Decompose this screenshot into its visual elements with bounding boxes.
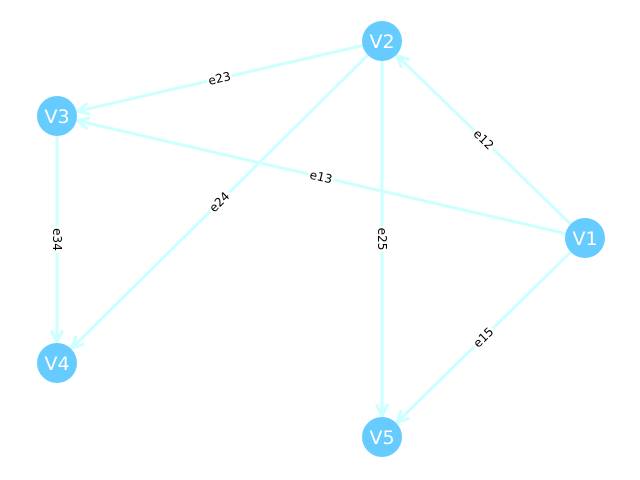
edge-label: e25	[375, 228, 389, 251]
arrowhead-icon	[394, 53, 410, 69]
arrowhead-icon	[74, 116, 91, 131]
edge-v2-v4: e24	[69, 54, 369, 351]
edge-label-group: e23	[205, 67, 234, 90]
node-label: V4	[44, 353, 69, 375]
edge-label: e23	[207, 69, 232, 88]
node-circle[interactable]	[565, 218, 605, 258]
edge-v3-v4: e34	[49, 136, 65, 346]
edge-v2-v3: e23	[74, 44, 363, 116]
node-v2[interactable]: V2	[362, 21, 402, 61]
edge-label-background	[49, 226, 65, 253]
node-label: V2	[369, 31, 394, 53]
edge-label-background	[204, 187, 235, 217]
edge-label-background	[374, 226, 390, 252]
node-label: V1	[572, 228, 597, 250]
edge-label-background	[205, 67, 234, 90]
edge-label: e34	[50, 228, 64, 251]
arrowhead-icon	[74, 101, 91, 116]
arrowhead-icon	[69, 335, 85, 351]
node-circle[interactable]	[362, 417, 402, 457]
edge-label-group: e34	[49, 226, 65, 253]
node-label: V3	[44, 106, 69, 128]
edge-v2-v5: e25	[374, 61, 390, 420]
edge-v1-v5: e15	[394, 250, 572, 425]
node-v5[interactable]: V5	[362, 417, 402, 457]
node-circle[interactable]	[37, 343, 77, 383]
arrowhead-icon	[394, 409, 410, 425]
edge-label-group: e25	[374, 226, 390, 252]
edge-v1-v2: e12	[394, 53, 572, 226]
arrowhead-icon	[374, 403, 390, 420]
edge-label-background	[468, 322, 499, 353]
node-v3[interactable]: V3	[37, 96, 77, 136]
edge-label-group: e13	[306, 166, 336, 188]
node-circle[interactable]	[362, 21, 402, 61]
node-v4[interactable]: V4	[37, 343, 77, 383]
edge-label: e13	[308, 168, 333, 187]
edge-label-background	[468, 124, 499, 155]
edge-label-background	[306, 166, 336, 188]
edge-v1-v3: e13	[74, 116, 566, 235]
node-v1[interactable]: V1	[565, 218, 605, 258]
node-circle[interactable]	[37, 96, 77, 136]
arrowhead-icon	[49, 329, 65, 346]
node-label: V5	[369, 427, 394, 449]
